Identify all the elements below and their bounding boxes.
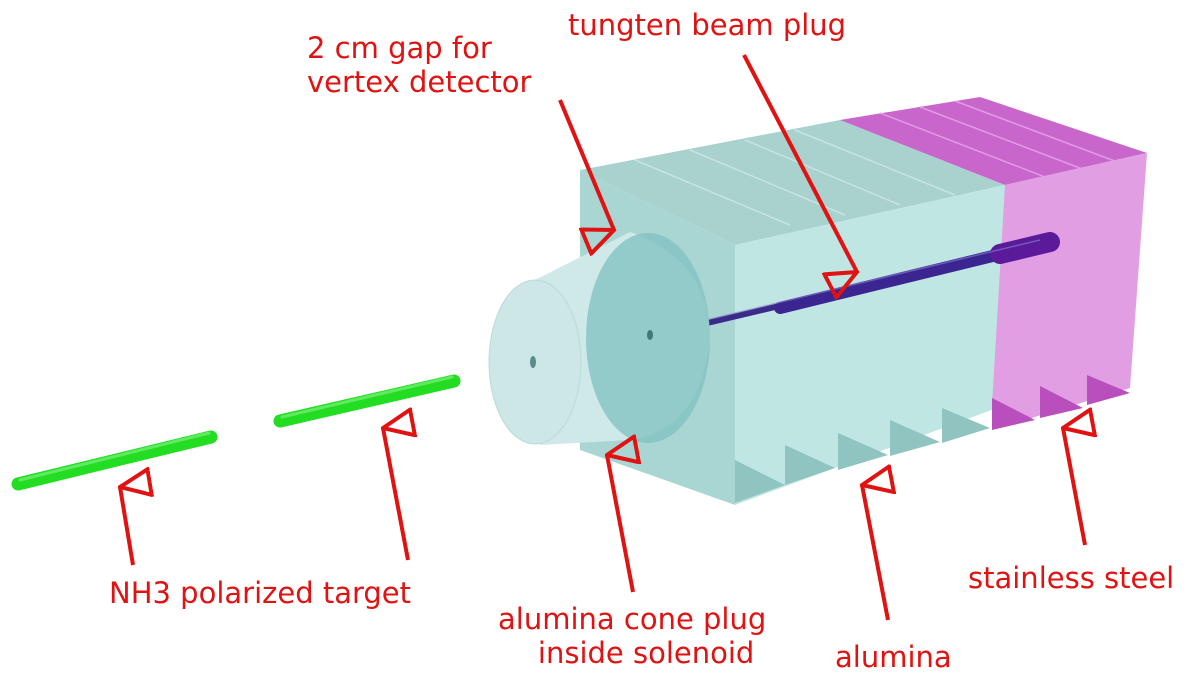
- label-tungsten-beam-plug: tungten beam plug: [568, 8, 847, 42]
- steel-step-teeth: [992, 375, 1130, 430]
- alumina-cone-plug: [488, 232, 710, 445]
- arrow-tungsten: [742, 54, 857, 272]
- label-cone-plug: alumina cone plug inside solenoid: [498, 602, 766, 670]
- label-vertex-gap: 2 cm gap for vertex detector: [307, 31, 531, 99]
- label-vertex-gap-line2: vertex detector: [307, 65, 532, 99]
- arrow-cone: [607, 455, 633, 593]
- nh3-target-rod-2: [273, 374, 461, 428]
- arrow-gap: [558, 99, 614, 230]
- block-top-face: [580, 97, 1147, 245]
- stainless-steel-block-side-face: [992, 153, 1147, 430]
- label-cone-plug-line1: alumina cone plug: [498, 602, 767, 636]
- label-stainless-steel: stainless steel: [968, 561, 1175, 595]
- label-cone-plug-line2: inside solenoid: [537, 636, 755, 670]
- arrow-nh3-2: [383, 428, 408, 561]
- cone-bore-hole: [530, 356, 536, 368]
- arrow-nh3-1: [120, 487, 133, 566]
- label-nh3-target: NH3 polarized target: [109, 576, 411, 610]
- arrow-steel: [1063, 428, 1085, 546]
- nh3-target-rod-1: [11, 430, 218, 491]
- arrow-alumina: [862, 485, 888, 621]
- label-vertex-gap-line1: 2 cm gap for: [307, 31, 492, 65]
- annotation-arrows: [120, 54, 1085, 621]
- alumina-step-teeth: [735, 408, 990, 503]
- label-alumina: alumina: [835, 640, 952, 674]
